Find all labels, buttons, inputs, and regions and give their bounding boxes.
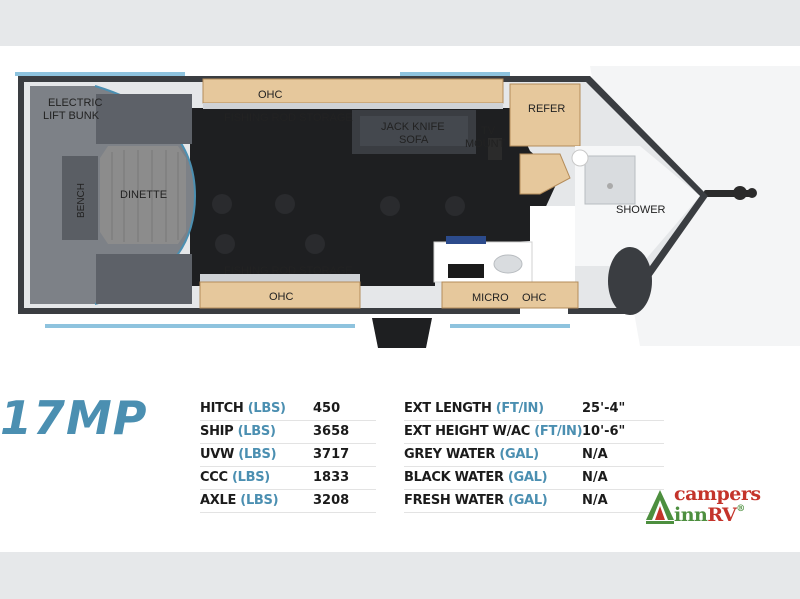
label-micro: MICRO	[472, 292, 509, 304]
exterior-accent	[45, 324, 355, 328]
spec-unit: (LBS)	[237, 424, 276, 439]
exterior-accent	[450, 324, 570, 328]
spec-unit: (LBS)	[247, 401, 286, 416]
label-refer: REFER	[528, 103, 565, 115]
wheel-icon	[608, 247, 652, 315]
spec-value: 3717	[313, 447, 350, 462]
label-ohc-kitchen: OHC	[522, 292, 547, 304]
label-tv: TV	[481, 125, 496, 137]
model-name: 17MP	[0, 391, 148, 445]
toilet-icon	[571, 149, 589, 167]
label-lift-bunk: LIFT BUNK	[43, 110, 100, 122]
micro-icon	[448, 264, 484, 278]
stove-icon	[446, 236, 486, 244]
label-ohc-top: OHC	[258, 89, 283, 101]
spec-unit: (GAL)	[507, 470, 548, 485]
spec-label: HITCH (LBS)	[200, 401, 286, 416]
spec-value: 3208	[313, 493, 350, 508]
logo-word-campers: campers	[674, 483, 761, 505]
label-electric: ELECTRIC	[48, 97, 102, 109]
spec-label: CCC (LBS)	[200, 470, 270, 485]
spec-label: FRESH WATER (GAL)	[404, 493, 548, 508]
exterior-accent	[15, 72, 185, 76]
label-sofa: SOFA	[399, 134, 429, 146]
dinette-seat-top	[96, 94, 192, 144]
entry-step	[372, 318, 432, 348]
spec-label: SHIP (LBS)	[200, 424, 276, 439]
bench	[62, 156, 98, 240]
hitch-icon	[704, 186, 757, 200]
spec-unit: (LBS)	[240, 493, 279, 508]
spec-row: FRESH WATER (GAL) N/A	[404, 490, 664, 513]
floorplan-card: OHC FISHING ROD STORAGE ELECTRIC LIFT BU…	[0, 46, 800, 552]
spec-value: 1833	[313, 470, 350, 485]
spec-label: EXT LENGTH (FT/IN)	[404, 401, 544, 416]
spec-row: AXLE (LBS) 3208	[200, 490, 376, 513]
label-dinette: DINETTE	[120, 189, 167, 201]
dinette-seat-bottom	[96, 254, 192, 304]
label-shower: SHOWER	[616, 204, 666, 216]
spec-value: 10'-6"	[582, 424, 626, 439]
spec-value: 450	[313, 401, 341, 416]
campers-inn-logo: campers innRV®	[644, 482, 774, 532]
exterior-accent	[400, 72, 510, 76]
spec-row: BLACK WATER (GAL) N/A	[404, 467, 664, 490]
floorplan-diagram: OHC FISHING ROD STORAGE ELECTRIC LIFT BU…	[0, 46, 800, 386]
spec-value: N/A	[582, 493, 608, 508]
shower	[584, 155, 636, 205]
label-fishing-rod-storage-bottom: FISHING ROD STORAGE	[224, 265, 353, 277]
spec-value: 25'-4"	[582, 401, 626, 416]
label-jack-knife: JACK KNIFE	[381, 121, 445, 133]
spec-label: EXT HEIGHT W/AC (FT/IN)	[404, 424, 583, 439]
sink-icon	[493, 254, 523, 274]
spec-row: SHIP (LBS) 3658	[200, 421, 376, 444]
spec-unit: (LBS)	[238, 447, 277, 462]
refer	[509, 83, 581, 147]
spec-unit: (FT/IN)	[495, 401, 544, 416]
label-fishing-rod-storage-top: FISHING ROD STORAGE	[224, 112, 353, 124]
spec-label: UVW (LBS)	[200, 447, 277, 462]
spec-unit: (FT/IN)	[534, 424, 583, 439]
ohc-bottom	[199, 281, 361, 309]
logo-word-inn: innRV®	[674, 504, 745, 526]
ohc-top	[202, 78, 504, 104]
spec-row: HITCH (LBS) 450	[200, 398, 376, 421]
tv-mount-icon	[488, 138, 502, 160]
dinette-table	[100, 146, 186, 244]
spec-row: EXT HEIGHT W/AC (FT/IN)10'-6"	[404, 421, 664, 444]
tent-icon	[646, 490, 674, 524]
label-bench: BENCH	[76, 183, 87, 218]
spec-unit: (GAL)	[508, 493, 548, 508]
spec-row: CCC (LBS) 1833	[200, 467, 376, 490]
spec-unit: (LBS)	[231, 470, 270, 485]
spec-unit: (GAL)	[499, 447, 539, 462]
spec-row: EXT LENGTH (FT/IN) 25'-4"	[404, 398, 664, 421]
label-mount: MOUNT	[465, 138, 506, 150]
spec-value: N/A	[582, 470, 608, 485]
spec-row: GREY WATER (GAL) N/A	[404, 444, 664, 467]
spec-label: BLACK WATER (GAL)	[404, 470, 548, 485]
spec-value: N/A	[582, 447, 608, 462]
spec-row: UVW (LBS) 3717	[200, 444, 376, 467]
label-ohc-bottom: OHC	[269, 291, 294, 303]
spec-value: 3658	[313, 424, 350, 439]
ohc-kitchen	[441, 281, 579, 309]
spec-label: AXLE (LBS)	[200, 493, 279, 508]
spec-label: GREY WATER (GAL)	[404, 447, 539, 462]
specs-dimensions: EXT LENGTH (FT/IN) 25'-4" EXT HEIGHT W/AC …	[404, 398, 664, 513]
